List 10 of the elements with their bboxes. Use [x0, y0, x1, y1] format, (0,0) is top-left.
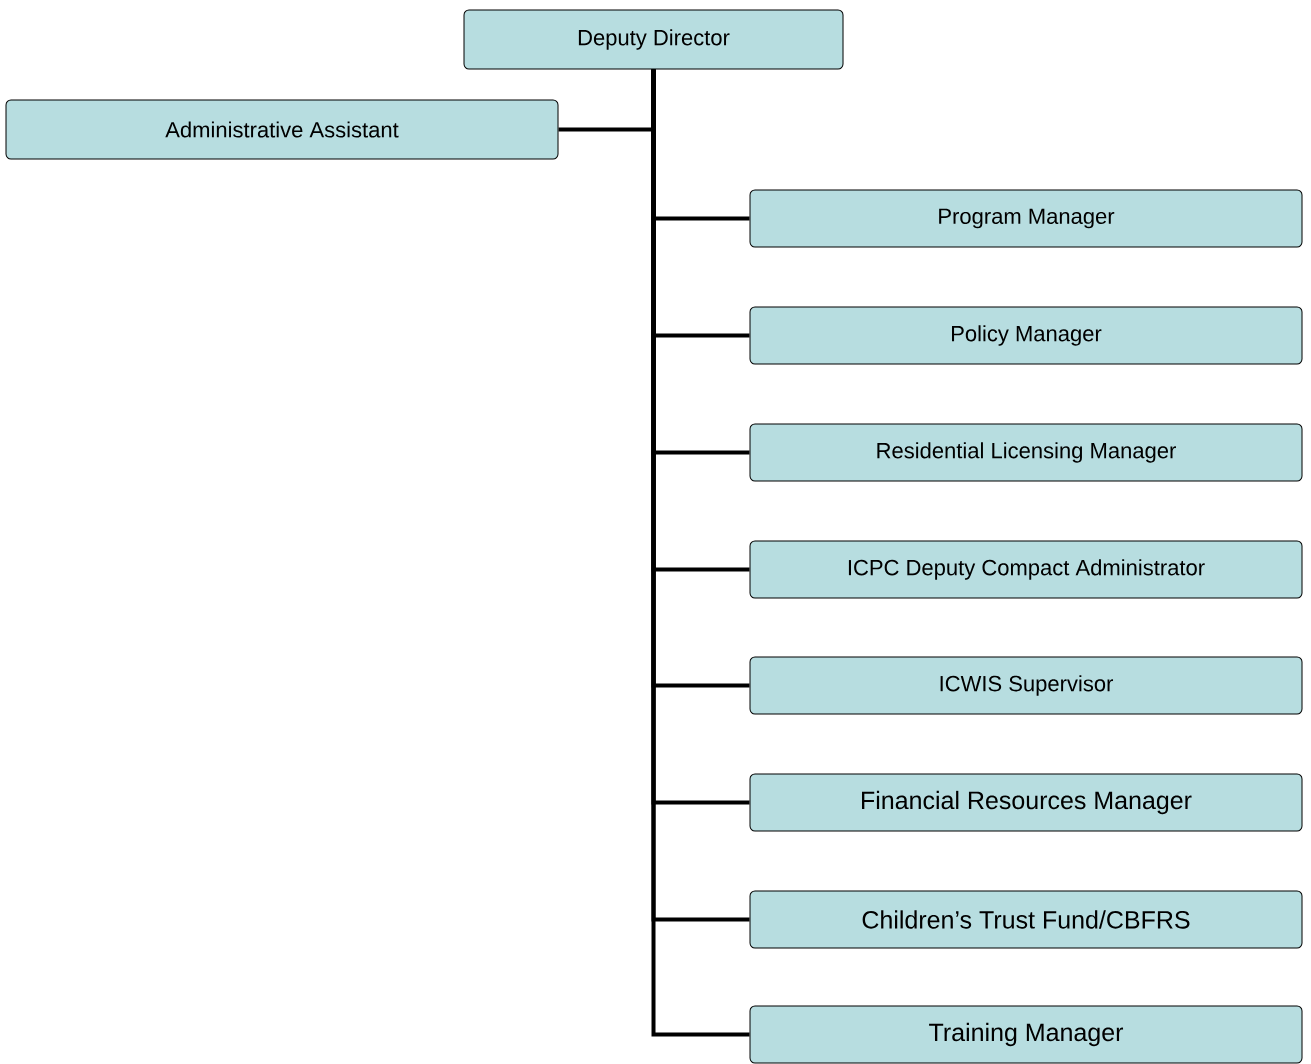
- position-box: Administrative Assistant: [5, 99, 559, 160]
- position-box: Residential Licensing Manager: [749, 423, 1303, 482]
- position-box: Training Manager: [749, 1005, 1303, 1064]
- position-box: ICWIS Supervisor: [749, 656, 1303, 715]
- position-box: Children’s Trust Fund/CBFRS: [749, 890, 1303, 949]
- position-box: Financial Resources Manager: [749, 773, 1303, 832]
- position-box: Deputy Director: [463, 9, 844, 70]
- position-box: Policy Manager: [749, 306, 1303, 365]
- position-box: Program Manager: [749, 189, 1303, 248]
- position-box: ICPC Deputy Compact Administrator: [749, 540, 1303, 599]
